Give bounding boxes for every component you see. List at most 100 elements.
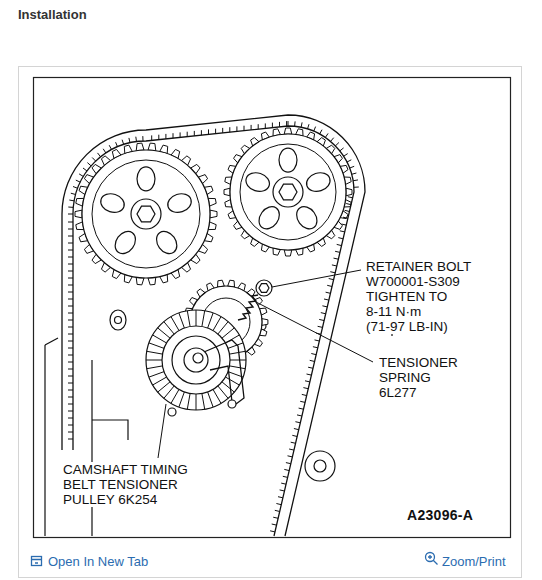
arm-pivot	[228, 400, 236, 408]
pulley-rib	[187, 311, 190, 327]
belt-tooth	[308, 124, 310, 129]
belt-tooth	[320, 130, 322, 134]
belt-tooth	[272, 123, 273, 128]
lightening-hole	[279, 148, 297, 172]
belt-tooth	[68, 341, 73, 342]
pulley-rib	[222, 382, 234, 392]
belt-tooth	[348, 197, 353, 198]
belt-tooth	[236, 126, 237, 131]
retainer-bolt	[256, 280, 272, 296]
pulley-bearing	[172, 336, 220, 384]
sprocket-hub	[273, 177, 303, 207]
belt-tooth	[68, 271, 73, 272]
belt-tooth	[295, 422, 300, 423]
belt-tooth	[305, 381, 310, 382]
belt-tooth	[129, 138, 130, 143]
belt-tooth	[308, 367, 313, 368]
pulley-rib	[153, 377, 167, 385]
belt-tooth	[79, 174, 83, 177]
belt-tooth	[71, 193, 76, 194]
tensioner-pulley	[146, 310, 246, 410]
belt-tooth	[151, 135, 152, 140]
belt-tooth	[350, 166, 355, 168]
belt-tooth	[330, 272, 335, 273]
belt-tooth	[352, 173, 357, 174]
belt-tooth	[353, 179, 358, 181]
belt-tooth	[68, 383, 73, 384]
belt-tooth	[165, 134, 166, 139]
bolt-washer	[256, 280, 272, 296]
pulley-rib	[164, 322, 174, 334]
belt-tooth	[273, 517, 278, 518]
belt-tooth	[68, 404, 73, 405]
belt-tooth	[289, 449, 294, 450]
belt-tooth	[344, 154, 348, 157]
belt-tooth	[68, 313, 73, 314]
belt-tooth	[275, 510, 280, 511]
belt-tooth	[68, 299, 73, 300]
belt-tooth	[109, 145, 111, 149]
belt-tooth	[283, 476, 288, 477]
pulley-rib	[187, 394, 190, 410]
leader-line	[158, 404, 166, 458]
pulley-rib	[202, 311, 205, 327]
belt-tooth	[340, 148, 344, 151]
pulley-rib	[222, 328, 234, 338]
belt-tooth	[173, 133, 174, 138]
belt-tooth	[180, 132, 181, 137]
belt-tooth	[280, 490, 285, 491]
lightening-hole	[244, 170, 272, 195]
belt-tooth	[68, 355, 73, 356]
belt-tooth	[347, 160, 352, 162]
belt-tooth	[284, 469, 289, 470]
belt-tooth	[116, 142, 118, 147]
lightening-hole	[111, 228, 140, 258]
belt-tooth	[324, 299, 329, 300]
belt-tooth	[68, 418, 73, 419]
belt-tooth	[325, 133, 328, 137]
belt-tooth	[68, 285, 73, 286]
belt-tooth	[322, 306, 327, 307]
pulley-rib	[171, 389, 179, 403]
leader-line	[272, 270, 361, 287]
belt-tooth	[201, 130, 202, 135]
pulley-rib	[230, 366, 246, 369]
belt-tooth	[301, 122, 302, 127]
belt-tooth	[310, 360, 315, 361]
sprocket-tooth	[284, 128, 292, 134]
tensioner-arm	[204, 340, 244, 404]
pulley-rib	[158, 328, 170, 338]
belt-tooth	[68, 397, 73, 398]
belt-tooth	[135, 137, 137, 142]
sprocket-tooth	[224, 188, 230, 196]
sprocket-rim	[230, 134, 346, 250]
bracket	[92, 420, 128, 440]
belt-tooth	[334, 258, 339, 259]
belt-tooth	[98, 153, 101, 157]
pulley-rib	[147, 351, 163, 354]
dowel	[168, 408, 176, 416]
belt-tooth	[297, 415, 302, 416]
engine-outline	[45, 300, 392, 536]
belt-tooth	[68, 236, 73, 237]
belt-tooth	[311, 354, 316, 355]
belt-tooth	[354, 187, 359, 188]
belt-tooth	[303, 388, 308, 389]
belt-tooth	[294, 429, 299, 430]
zoom-icon	[428, 555, 438, 565]
lightening-hole	[292, 203, 321, 233]
link-text: Zoom/Print	[442, 554, 506, 569]
belt-tooth	[68, 214, 73, 215]
belt-tooth	[68, 376, 73, 377]
pulley-rib	[158, 382, 170, 392]
belt-tooth	[307, 374, 312, 375]
pulley-rib	[213, 317, 221, 331]
pulley-rib	[179, 392, 185, 407]
belt-tooth	[279, 122, 280, 127]
belt-tooth	[327, 285, 332, 286]
belt-tooth	[345, 210, 350, 211]
pulley-rib	[196, 394, 197, 410]
new-tab-icon	[32, 557, 42, 566]
belt-tooth	[286, 463, 291, 464]
belt-tooth	[68, 243, 73, 244]
